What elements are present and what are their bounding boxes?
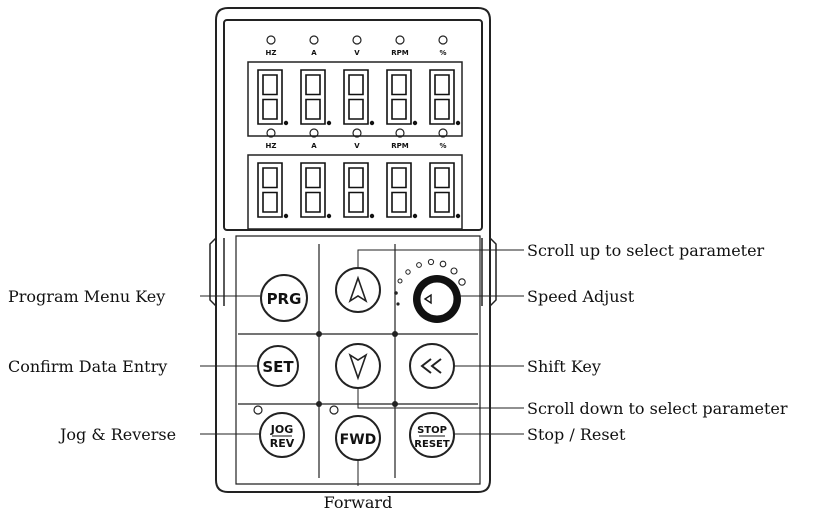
indicator-row-2: HZ A V RPM % (266, 128, 448, 150)
seven-segment-digit (386, 162, 418, 219)
down-arrow-icon (348, 353, 368, 381)
indicator-label: % (439, 142, 446, 150)
indicator-label: V (354, 142, 360, 150)
decimal-point (369, 120, 375, 126)
leader-lines (200, 249, 524, 486)
seven-segment-digit (257, 162, 289, 219)
prg-key[interactable]: PRG (260, 274, 308, 322)
indicator-led: A (309, 35, 319, 57)
jog-key-label-bottom: REV (270, 437, 295, 450)
speed-adjust-knob[interactable] (394, 258, 466, 323)
decimal-point (455, 120, 461, 126)
display-window (223, 19, 483, 231)
indicator-label: V (354, 49, 360, 57)
indicator-label: RPM (391, 49, 409, 57)
indicator-label: A (311, 49, 317, 57)
decimal-point (412, 213, 418, 219)
indicator-led: HZ (266, 35, 277, 57)
label-speed-adjust: Speed Adjust (527, 287, 635, 306)
indicator-led: RPM (391, 128, 409, 150)
seven-segment-digit (429, 69, 461, 126)
label-forward: Forward (324, 493, 393, 512)
decimal-point (283, 120, 289, 126)
decimal-point (283, 213, 289, 219)
indicator-label: RPM (391, 142, 409, 150)
set-key[interactable]: SET (257, 345, 299, 387)
indicator-led: % (438, 35, 448, 57)
jog-indicator-led (253, 405, 263, 415)
fwd-indicator-led (329, 405, 339, 415)
up-key[interactable] (335, 267, 381, 313)
decimal-point (455, 213, 461, 219)
seven-segment-digit (257, 69, 289, 126)
jog-key-label-top: JOG (270, 423, 293, 436)
indicator-led: % (438, 128, 448, 150)
seven-segment-digit (429, 162, 461, 219)
label-program-menu: Program Menu Key (8, 287, 165, 306)
indicator-row-1: HZ A V RPM % (266, 35, 448, 57)
label-jog-reverse: Jog & Reverse (58, 425, 176, 444)
rotary-knob-icon (413, 275, 461, 323)
decimal-point (326, 120, 332, 126)
indicator-label: A (311, 142, 317, 150)
keypad-housing (209, 7, 497, 493)
indicator-label: HZ (266, 49, 277, 57)
seven-segment-display-row-2 (247, 154, 463, 230)
indicator-label: HZ (266, 142, 277, 150)
fwd-key[interactable]: FWD (329, 405, 381, 461)
indicator-led: V (352, 128, 362, 150)
label-stop-reset: Stop / Reset (527, 425, 626, 444)
stop-key-label-top: STOP (417, 425, 447, 436)
indicator-led: RPM (391, 35, 409, 57)
double-chevron-left-icon (420, 358, 442, 374)
decimal-point (412, 120, 418, 126)
seven-segment-digit (343, 162, 375, 219)
jog-rev-key[interactable]: JOG REV (253, 405, 305, 458)
label-shift-key: Shift Key (527, 357, 601, 376)
decimal-point (369, 213, 375, 219)
seven-segment-digit (300, 162, 332, 219)
stop-key-label-bottom: RESET (414, 439, 450, 450)
indicator-led: A (309, 128, 319, 150)
seven-segment-display-row-1 (247, 61, 463, 137)
label-scroll-down: Scroll down to select parameter (527, 399, 788, 418)
up-arrow-icon (348, 275, 368, 303)
decimal-point (326, 213, 332, 219)
down-key[interactable] (335, 343, 381, 389)
seven-segment-digit (386, 69, 418, 126)
seven-segment-digit (300, 69, 332, 126)
label-scroll-up: Scroll up to select parameter (527, 241, 765, 260)
fwd-key-label: FWD (340, 432, 377, 448)
set-key-label: SET (262, 358, 294, 376)
shift-key[interactable] (409, 343, 455, 389)
indicator-led: HZ (266, 128, 277, 150)
prg-key-label: PRG (267, 290, 302, 308)
seven-segment-digit (343, 69, 375, 126)
indicator-label: % (439, 49, 446, 57)
indicator-led: V (352, 35, 362, 57)
stop-reset-key[interactable]: STOP RESET (409, 412, 455, 458)
label-confirm-data-entry: Confirm Data Entry (8, 357, 167, 376)
